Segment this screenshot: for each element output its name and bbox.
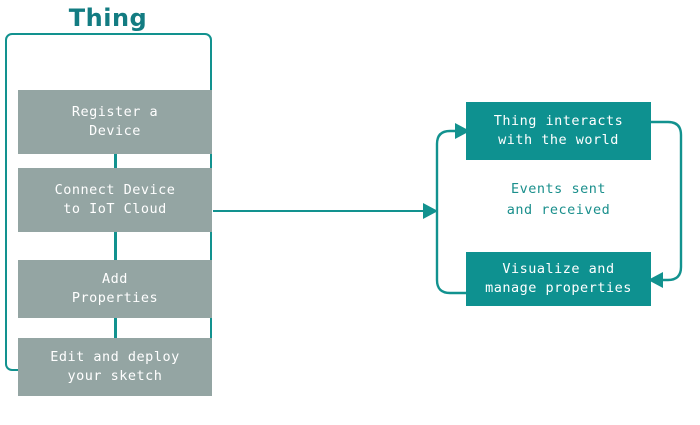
- connector-line-3: [114, 318, 117, 338]
- thing-lifecycle-container: Register a Device Connect Device to IoT …: [5, 33, 212, 396]
- right-arrow-icon: [213, 203, 438, 219]
- loop-arrow-right-path: [651, 120, 683, 282]
- page-title: Thing: [68, 4, 148, 32]
- step-label: Connect Device to IoT Cloud: [54, 182, 176, 217]
- cycle-box-label: Visualize and manage properties: [485, 261, 632, 296]
- loop-arrow-left-head: [455, 123, 470, 139]
- loop-arrow-right-head: [648, 272, 663, 288]
- step-label: Edit and deploy your sketch: [50, 349, 180, 384]
- loop-arrow-left-path: [435, 129, 466, 295]
- connector-line-1: [114, 154, 117, 168]
- step-label: Register a Device: [71, 104, 159, 139]
- cycle-box-thing-interacts[interactable]: Thing interacts with the world: [466, 102, 651, 160]
- step-label: Add Properties: [71, 271, 159, 306]
- step-register-a-device[interactable]: Register a Device: [18, 90, 212, 154]
- step-add-properties[interactable]: Add Properties: [18, 260, 212, 318]
- cycle-box-label: Thing interacts with the world: [493, 113, 624, 148]
- interaction-cycle: Thing interacts with the world Events se…: [430, 95, 700, 320]
- step-edit-and-deploy-your-sketch[interactable]: Edit and deploy your sketch: [18, 338, 212, 396]
- events-sent-received-label: Events sent and received: [506, 181, 611, 218]
- flow-arrow-container: [205, 192, 445, 232]
- step-connect-device-to-iot-cloud[interactable]: Connect Device to IoT Cloud: [18, 168, 212, 232]
- cycle-box-visualize-manage[interactable]: Visualize and manage properties: [466, 252, 651, 306]
- cycle-loop-arrows: [435, 120, 683, 295]
- connector-line-2: [114, 232, 117, 260]
